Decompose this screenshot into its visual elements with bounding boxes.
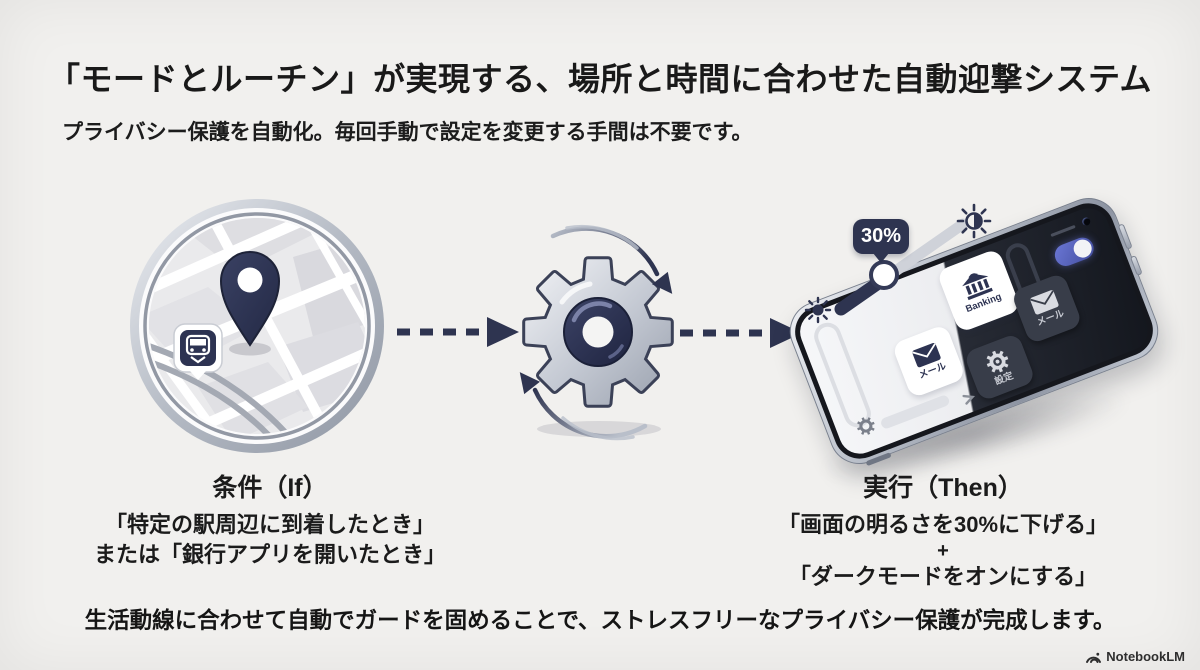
- status-bar: [1050, 224, 1076, 237]
- page-title: 「モードとルーチン」が実現する、場所と時間に合わせた自動迎撃システム: [47, 61, 1153, 97]
- small-gear-icon: [857, 417, 875, 435]
- plus-sign: +: [937, 539, 949, 562]
- settings-app-tile: 設定: [963, 332, 1037, 402]
- toggle-knob: [1071, 236, 1095, 261]
- brightness-high-icon: [956, 203, 992, 239]
- location-pin-icon: [219, 251, 281, 347]
- dark-mode-toggle: [1051, 234, 1097, 270]
- map-grid: [149, 218, 365, 434]
- action-heading: 実行（Then）: [863, 474, 1023, 502]
- rotation-arrow-icon: [519, 372, 648, 441]
- map-location-icon: [130, 199, 384, 453]
- page-subtitle: プライバシー保護を自動化。毎回手動で設定を変更する手間は不要です。: [62, 121, 753, 144]
- condition-line: または「銀行アプリを開いたとき」: [93, 541, 446, 567]
- phone-screen: Banking メール: [794, 202, 1154, 460]
- flow-arrow-icon: [680, 318, 802, 348]
- phone-camera-icon: [1081, 216, 1092, 227]
- notebooklm-logo-icon: [1086, 652, 1102, 663]
- brightness-value-badge: 30%: [853, 219, 909, 263]
- railway-line: [149, 332, 289, 434]
- mail-app-tile-dark: メール: [1010, 272, 1083, 345]
- mail-app-tile-light: メール: [891, 323, 967, 399]
- train-station-icon: [173, 323, 223, 380]
- flow-arrow-icon: [397, 317, 519, 347]
- mail-icon: [912, 343, 941, 368]
- notebooklm-branding: NotebookLM: [1085, 649, 1185, 664]
- chevron-icon: [962, 394, 976, 405]
- gear-body: [522, 256, 674, 408]
- action-caption: 実行（Then） 「画面の明るさを30%に下げる」 + 「ダークモードをオンにす…: [728, 468, 1158, 592]
- gear-icon: [519, 224, 674, 441]
- bank-icon: [962, 272, 993, 300]
- summary-note: 生活動線に合わせて自動でガードを固めることで、ストレスフリーなプライバシー保護が…: [84, 608, 1116, 633]
- action-line: 「画面の明るさを30%に下げる」: [777, 512, 1109, 537]
- brand-label: NotebookLM: [1106, 649, 1185, 664]
- banking-app-tile: Banking: [936, 247, 1022, 334]
- condition-line: 「特定の駅周辺に到着したとき」: [104, 512, 435, 537]
- condition-caption: 条件（If） 「特定の駅周辺に到着したとき」 または「銀行アプリを開いたとき」: [35, 468, 505, 570]
- rotation-arrow-icon: [550, 224, 673, 294]
- smartphone-illustration: Banking メール: [781, 189, 1167, 473]
- condition-heading: 条件（If）: [212, 474, 328, 502]
- mail-icon: [1030, 290, 1059, 315]
- settings-gear-icon: [986, 350, 1009, 373]
- action-line: 「ダークモードをオンにする」: [788, 563, 1098, 589]
